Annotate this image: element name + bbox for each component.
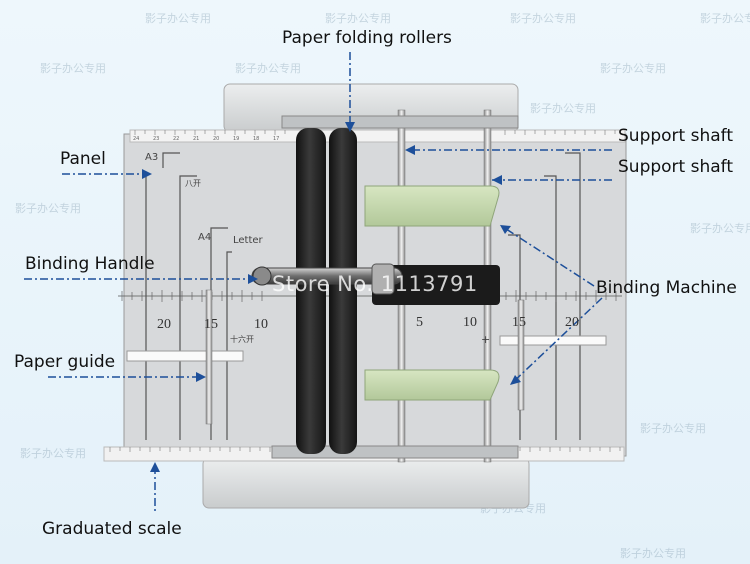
top-tick-label: 21 (193, 136, 200, 142)
shop-watermark: 影子办公专用 (690, 222, 750, 235)
callout-arrowheads (142, 122, 521, 472)
shop-watermark: 影子办公专用 (700, 12, 750, 25)
scale-number-right-20: 20 (565, 315, 579, 330)
paper-folding-roller-right (329, 128, 357, 454)
binding-handle-label: Binding Handle (25, 254, 155, 274)
a4-mark: A4 (198, 232, 212, 243)
shop-watermark: 影子办公专用 (325, 12, 391, 25)
binding-machine-top-clamp (364, 185, 500, 227)
binding-machine-body (372, 265, 500, 305)
shop-watermark: 影子办公专用 (510, 12, 576, 25)
shiliukai-mark: 十六开 (230, 335, 254, 344)
shop-watermark: 影子办公专用 (20, 447, 86, 460)
shop-watermark: 影子办公专用 (235, 62, 301, 75)
top-tick-label: 22 (173, 136, 180, 142)
support-shaft-label-2: Support shaft (618, 157, 734, 177)
graduated-scale-ticks (109, 447, 621, 452)
plus-mark: + (481, 333, 491, 346)
panel-label: Panel (60, 149, 106, 169)
top-tick-label: 24 (133, 136, 140, 142)
scale-number-right-15: 15 (512, 315, 526, 330)
center-ruler-ticks (121, 290, 617, 302)
paper-guide-left-stem (205, 289, 213, 425)
top-tick-label: 17 (273, 136, 280, 142)
top-scale-ticks (134, 130, 616, 135)
store-watermark: Store No. 1113791 (272, 272, 478, 296)
scale-number-left-15: 15 (204, 317, 218, 332)
binding-handle-knob (252, 266, 272, 286)
a3-mark: A3 (145, 152, 159, 163)
binding-machine-bottom-clamp (364, 369, 500, 401)
shop-watermark: 影子办公专用 (620, 547, 686, 560)
shop-watermark: 影子办公专用 (145, 12, 211, 25)
binding-handle-hub (371, 263, 395, 295)
top-tick-label: 20 (213, 136, 220, 142)
bottom-housing (202, 457, 530, 509)
paper-folding-rollers-label: Paper folding rollers (282, 28, 452, 48)
letter-mark: Letter (233, 235, 263, 246)
shop-watermark: 影子办公专用 (15, 202, 81, 215)
shop-watermark: 影子办公专用 (40, 62, 106, 75)
shop-watermark: 影子办公专用 (530, 102, 596, 115)
scale-number-left-20: 20 (157, 317, 171, 332)
top-tick-label: 23 (153, 136, 160, 142)
scale-number-right-5: 5 (416, 315, 423, 330)
scale-number-right-10: 10 (463, 315, 477, 330)
scale-number-left-10: 10 (254, 317, 268, 332)
callout-leader-lines (24, 52, 612, 514)
binding-machine-label: Binding Machine (596, 278, 737, 298)
top-tick-label: 18 (253, 136, 260, 142)
top-shaft-bracket (281, 115, 519, 129)
shop-watermark: 影子办公专用 (640, 422, 706, 435)
graduated-scale-label: Graduated scale (42, 519, 182, 539)
top-tick-label: 19 (233, 136, 240, 142)
top-scale-strip (129, 129, 626, 143)
shop-watermark: 影子办公专用 (600, 62, 666, 75)
paper-guide-left-bar (126, 350, 244, 362)
paper-guide-right-stem (517, 299, 525, 411)
support-shaft-label-1: Support shaft (618, 126, 734, 146)
bakai-mark: 八开 (185, 179, 201, 188)
paper-guide-label: Paper guide (14, 352, 116, 372)
paper-folding-roller-left (296, 128, 326, 454)
